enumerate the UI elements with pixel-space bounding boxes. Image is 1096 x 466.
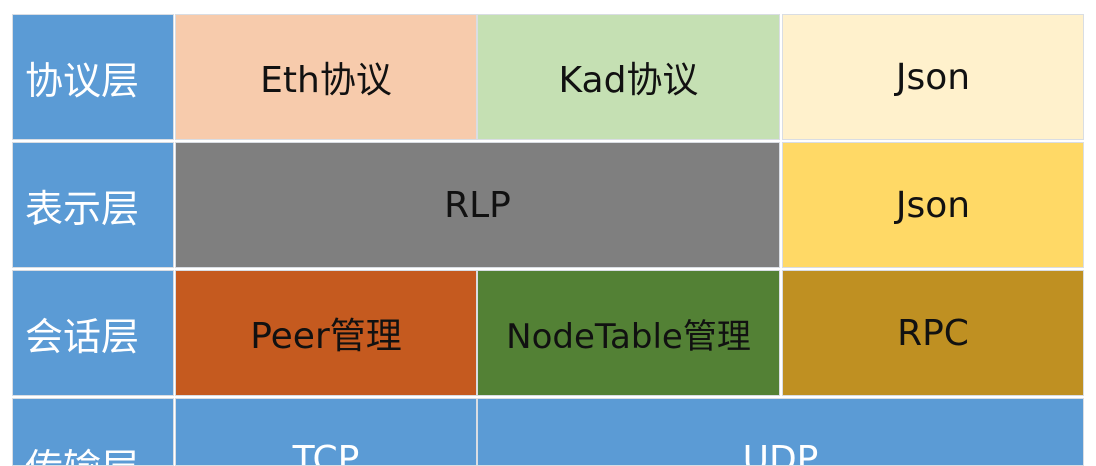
cell-nodetable-management: NodeTable管理 <box>477 270 780 396</box>
cell-json-presentation: Json <box>782 142 1084 268</box>
cell-rlp: RLP <box>175 142 780 268</box>
layer-label-presentation: 表示层 <box>12 142 174 268</box>
layer-label-protocol: 协议层 <box>12 14 174 140</box>
cell-tcp: TCP <box>175 398 477 466</box>
layer-label-transport: 传输层 <box>12 398 174 466</box>
cell-eth-protocol: Eth协议 <box>175 14 477 140</box>
cell-json-protocol: Json <box>782 14 1084 140</box>
cell-rpc: RPC <box>782 270 1084 396</box>
cell-udp: UDP <box>477 398 1084 466</box>
cell-peer-management: Peer管理 <box>175 270 477 396</box>
layer-label-session: 会话层 <box>12 270 174 396</box>
cell-kad-protocol: Kad协议 <box>477 14 780 140</box>
